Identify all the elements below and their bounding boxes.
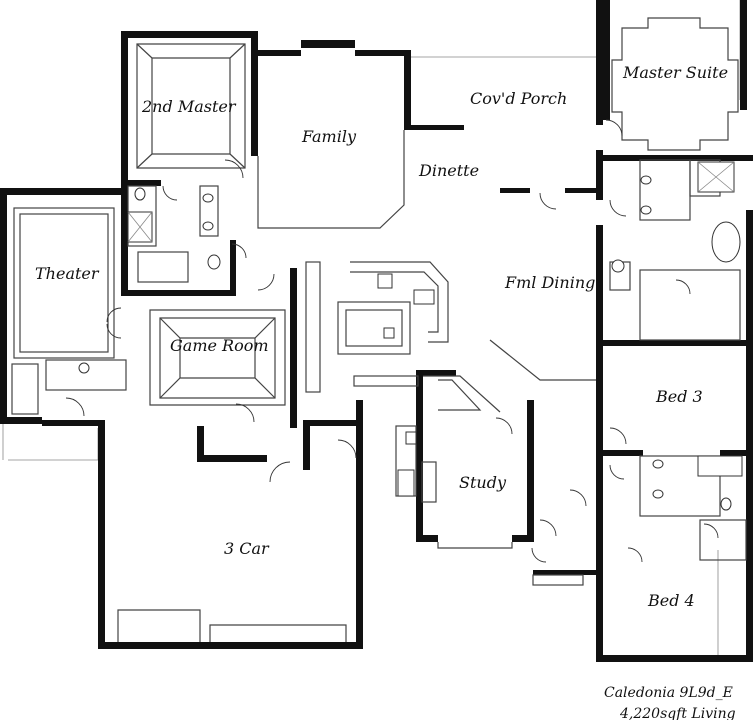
toilet-icon [207,254,221,270]
fixtures [78,161,743,511]
plan-caption: Caledonia 9L9d_E 4,220sqft Living [604,685,736,720]
room-label-theater: Theater [35,264,100,283]
sink-icon [640,175,652,185]
room-label-3-car: 3 Car [224,539,270,558]
room-label-bed-3: Bed 3 [655,387,703,406]
plan-name: Caledonia 9L9d_E [604,685,733,701]
living-area: 4,220sqft Living [619,706,736,720]
sink-icon [202,193,214,203]
room-label-family: Family [301,127,357,146]
sink-icon [652,459,664,469]
room-label-bed-4: Bed 4 [647,591,695,610]
toilet-icon [611,259,625,273]
bathtub-icon [697,455,743,477]
room-label-covd-porch: Cov'd Porch [470,89,567,108]
sink-icon [652,489,664,499]
room-label-2nd-master: 2nd Master [141,97,237,116]
interior-lines [11,17,747,642]
bathtub-icon [711,221,741,263]
room-label-study: Study [459,473,507,492]
room-label-dinette: Dinette [418,161,479,180]
toilet-icon [134,187,146,201]
sink-icon [640,205,652,215]
walls [0,0,753,662]
fridge-icon [397,469,415,497]
room-label-game-room: Game Room [170,336,269,355]
sink-icon [202,221,214,231]
toilet-icon [720,497,732,511]
room-labels: 2nd Master Family Cov'd Porch Master Sui… [35,63,728,610]
room-label-fml-dining: Fml Dining [504,273,595,292]
doors [65,119,719,563]
room-label-master-suite: Master Suite [622,63,728,82]
range-icon [405,431,417,445]
toilet-icon [78,362,90,374]
